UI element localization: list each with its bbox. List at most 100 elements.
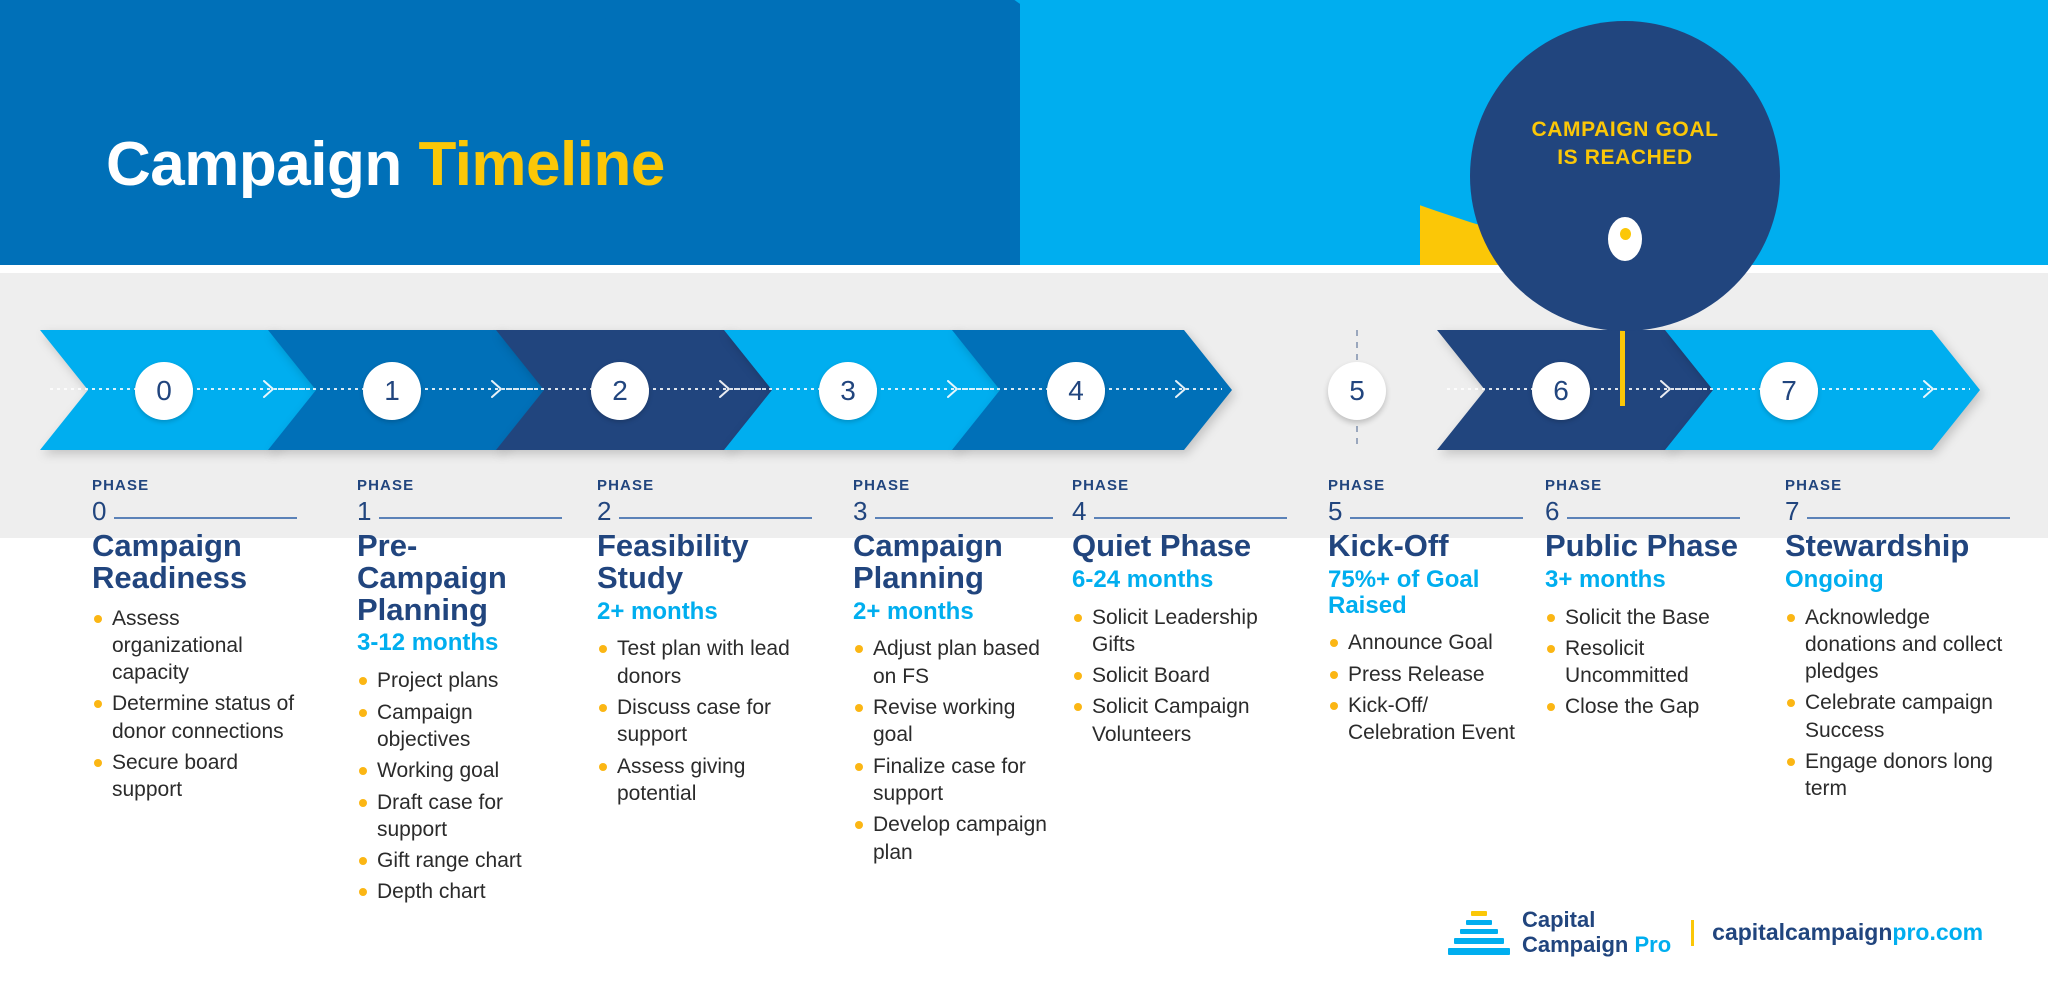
chevron-arrow-icon [490,379,504,399]
phase-task-item: Revise working goal [853,694,1053,749]
website-url-accent: pro.com [1892,919,1984,946]
phase-task-item: Develop campaign plan [853,811,1053,866]
chevron-phase-7[interactable] [1665,330,1980,450]
brand-line-2-accent: Pro [1634,931,1672,957]
phase-number: 7 [1785,496,1800,526]
chevron-arrow-icon [1174,379,1188,399]
phase-title: Public Phase [1545,527,1738,563]
footer-divider [1691,919,1695,946]
capital-campaign-pro-pyramid-icon [1448,909,1510,957]
website-url[interactable]: capitalcampaignpro.com [1712,919,1983,946]
phase-title: Pre-Campaign Planning [357,527,507,627]
phase-title: Feasibility Study [597,527,749,595]
phase-rule [1350,516,1523,519]
page-title-primary: Campaign [106,129,402,199]
goal-pin-dot-icon [1620,228,1631,240]
phase-rule [875,516,1053,519]
phase-label: PHASE [853,477,911,494]
phase-rule [379,516,562,519]
phase-title: Campaign Readiness [92,527,248,595]
chevron-arrow-icon [946,379,960,399]
phase-number-row: 5 [1328,498,1523,524]
timeline-marker-0[interactable]: 0 [135,362,193,420]
phase-title: Quiet Phase [1072,527,1252,563]
page-title: Campaign Timeline [106,133,665,196]
website-url-text: capitalcampaign [1712,919,1893,946]
phase-duration: Ongoing [1785,565,1884,593]
timeline-marker-3[interactable]: 3 [819,362,877,420]
phase-task-item: Solicit Board [1072,662,1287,689]
phase-number-row: 4 [1072,496,1287,526]
chevron-arrow-icon [1659,379,1673,399]
header-cyan-fill [1020,0,1420,271]
timeline-marker-1[interactable]: 1 [363,362,421,420]
chevron-arrow-icon [718,379,732,399]
phase-task-item: Gift range chart [357,847,562,874]
phase-task-item: Project plans [357,667,562,694]
phase-task-item: Working goal [357,757,562,784]
phase-task-item: Secure board support [92,749,297,804]
phase-task-item: Campaign objectives [357,699,562,754]
phase-label: PHASE [1072,477,1130,494]
phase-rule [619,516,812,519]
header-divider [0,265,2048,273]
timeline-marker-2[interactable]: 2 [591,362,649,420]
phase-number: 3 [853,496,868,526]
chevron-shape [1665,330,1980,450]
phase-number: 6 [1545,496,1560,526]
phase-number: 0 [92,496,107,526]
chevron-timeline: 0 1 2 3 4 6 7 [0,330,2048,450]
phase-number-row: 7 [1785,496,2010,526]
phase-rule [1567,516,1740,519]
phase-task-item: Press Release [1328,661,1523,688]
phase-task-item: Depth chart [357,878,562,905]
phase-duration: 75%+ of Goal Raised [1328,565,1480,619]
brand-footer: Capital Campaign Pro capitalcampaignpro.… [1448,907,1983,958]
phase-label: PHASE [1545,477,1603,494]
phase-label: PHASE [92,477,150,494]
campaign-goal-badge: CAMPAIGN GOAL IS REACHED [1470,21,1780,331]
phase-number-row: 1 [357,496,562,526]
phase-task-item: Solicit the Base [1545,604,1740,631]
brand-line-1: Capital [1522,907,1596,932]
phase-task-item: Draft case for support [357,789,562,844]
phase-number-row: 2 [597,496,812,526]
timeline-marker-4[interactable]: 4 [1047,362,1105,420]
timeline-marker-7[interactable]: 7 [1760,362,1818,420]
brand-line-2-text: Campaign [1522,931,1635,957]
goal-line-2: IS REACHED [1557,146,1693,170]
phase-number-row: 6 [1545,496,1740,526]
phase-task-item: Close the Gap [1545,693,1740,720]
phase-task-item: Test plan with lead donors [597,635,812,690]
header-banner: Campaign Timeline [0,0,2048,271]
phase-number: 4 [1072,496,1087,526]
phase-task-item: Solicit Leadership Gifts [1072,604,1287,659]
phase-number: 2 [597,496,612,526]
timeline-marker-6[interactable]: 6 [1532,362,1590,420]
brand-line-2: Campaign Pro [1522,931,1672,958]
phase-task-item: Finalize case for support [853,753,1053,808]
phase-rule [1094,516,1287,519]
phase-task-item: Solicit Campaign Volunteers [1072,693,1287,748]
chevron-arrow-icon [262,379,276,399]
phase-number: 1 [357,496,372,526]
phase-task-item: Assess giving potential [597,753,812,808]
page-title-accent: Timeline [418,129,665,199]
phase-task-item: Discuss case for support [597,694,812,749]
timeline-marker-5[interactable]: 5 [1328,362,1386,420]
